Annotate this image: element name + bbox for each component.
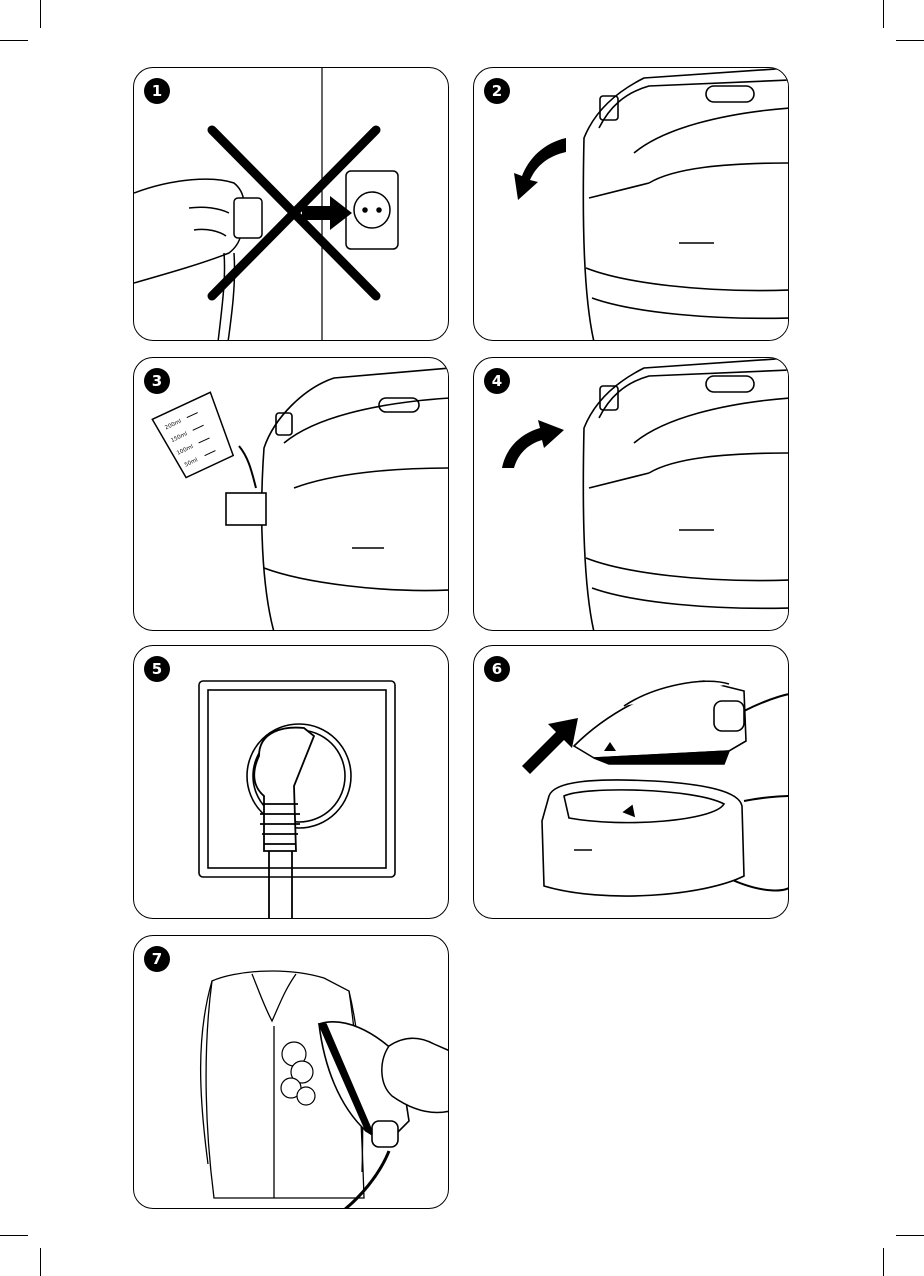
- step-6-panel: 6: [473, 645, 789, 919]
- iron-icon: [574, 681, 746, 764]
- measuring-cup-icon: 200ml 150ml 100ml 50ml: [152, 392, 238, 480]
- step-number-badge: 1: [144, 78, 170, 104]
- lift-iron-illustration: [474, 646, 789, 919]
- iron-base-icon: [542, 780, 744, 896]
- step-7-panel: 7: [133, 935, 449, 1209]
- step-3-panel: 3 200ml 150ml 100ml 50ml: [133, 357, 449, 631]
- plug-icon: [254, 728, 314, 919]
- steam-garment-illustration: [134, 936, 449, 1209]
- step-number-badge: 3: [144, 368, 170, 394]
- fill-tank-illustration: 200ml 150ml 100ml 50ml: [134, 358, 449, 631]
- step-number-badge: 5: [144, 656, 170, 682]
- power-cord-icon: [344, 1151, 389, 1209]
- crop-mark: [883, 0, 884, 28]
- arrow-up-right-icon: [522, 718, 578, 774]
- plug-in-illustration: [134, 646, 449, 919]
- crop-mark: [0, 1235, 28, 1236]
- step-number-badge: 7: [144, 946, 170, 972]
- crop-mark: [40, 0, 41, 28]
- step-number-badge: 6: [484, 656, 510, 682]
- close-tank-illustration: [474, 358, 789, 631]
- open-tank-illustration: [474, 68, 789, 341]
- steam-base-icon: [583, 68, 789, 341]
- crop-mark: [0, 40, 28, 41]
- curved-arrow-left-icon: [514, 138, 566, 200]
- step-2-panel: 2: [473, 67, 789, 341]
- crop-mark: [896, 1235, 924, 1236]
- steam-base-icon: [583, 358, 789, 631]
- crop-mark: [896, 40, 924, 41]
- steam-cloud-icon: [281, 1042, 315, 1105]
- step-number-badge: 4: [484, 368, 510, 394]
- step-1-panel: 1: [133, 67, 449, 341]
- unplug-illustration: [134, 68, 449, 341]
- step-number-badge: 2: [484, 78, 510, 104]
- step-5-panel: 5: [133, 645, 449, 919]
- steam-base-icon: [226, 368, 449, 631]
- curved-arrow-right-icon: [502, 420, 564, 468]
- crop-mark: [40, 1248, 41, 1276]
- water-stream-icon: [239, 446, 256, 488]
- crop-mark: [883, 1248, 884, 1276]
- step-4-panel: 4: [473, 357, 789, 631]
- wall-socket-icon: [346, 171, 398, 249]
